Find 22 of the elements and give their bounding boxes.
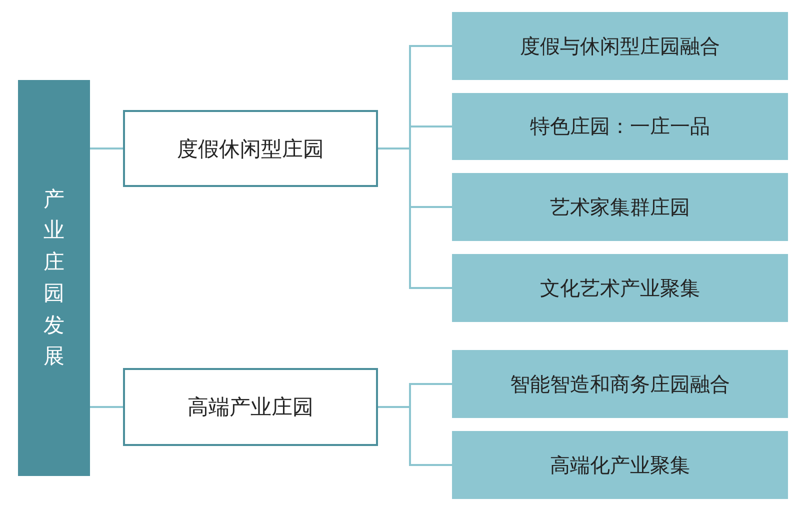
item-box bbox=[452, 254, 788, 322]
item-box bbox=[452, 350, 788, 418]
item-box bbox=[452, 431, 788, 499]
node-label: 艺术家集群庄园 bbox=[550, 194, 690, 220]
node-label: 智能智造和商务庄园融合 bbox=[510, 370, 730, 398]
category-box bbox=[123, 110, 378, 187]
node-label: 特色庄园：一庄一品 bbox=[530, 113, 710, 140]
category-box bbox=[123, 368, 378, 446]
node-label: 产业庄园发展 bbox=[44, 186, 64, 370]
node-label: 高端产业庄园 bbox=[188, 394, 314, 421]
connector-line bbox=[90, 406, 123, 408]
node-label: 度假与休闲型庄园融合 bbox=[520, 32, 720, 60]
item-box bbox=[452, 173, 788, 241]
connector-line bbox=[90, 148, 123, 150]
root-box bbox=[18, 80, 90, 476]
connector-line bbox=[378, 148, 452, 289]
item-box bbox=[452, 93, 788, 160]
node-label: 文化艺术产业聚集 bbox=[540, 274, 700, 302]
node-label: 度假休闲型庄园 bbox=[177, 136, 324, 162]
node-label: 高端化产业聚集 bbox=[550, 452, 690, 478]
connector-line bbox=[378, 406, 452, 466]
item-box bbox=[452, 12, 788, 80]
